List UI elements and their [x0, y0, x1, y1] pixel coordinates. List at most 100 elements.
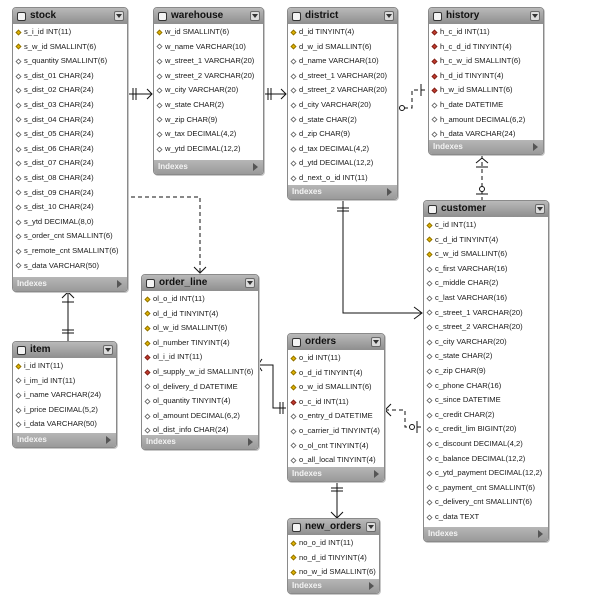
column-row[interactable]: ol_number TINYINT(4): [142, 336, 258, 351]
column-row[interactable]: d_ytd DECIMAL(12,2): [288, 156, 397, 171]
column-row[interactable]: d_next_o_id INT(11): [288, 171, 397, 186]
column-row[interactable]: s_dist_09 CHAR(24): [13, 186, 127, 201]
column-row[interactable]: ol_w_id SMALLINT(6): [142, 321, 258, 336]
expand-arrow-icon[interactable]: [538, 530, 543, 538]
column-row[interactable]: w_tax DECIMAL(4,2): [154, 127, 263, 142]
column-row[interactable]: o_carrier_id TINYINT(4): [288, 424, 384, 439]
column-row[interactable]: c_state CHAR(2): [424, 349, 548, 364]
expand-arrow-icon[interactable]: [117, 280, 122, 288]
column-row[interactable]: i_price DECIMAL(5,2): [13, 403, 116, 418]
collapse-toggle-icon[interactable]: [103, 345, 113, 355]
column-row[interactable]: d_w_id SMALLINT(6): [288, 40, 397, 55]
collapse-toggle-icon[interactable]: [245, 278, 255, 288]
column-row[interactable]: s_i_id INT(11): [13, 25, 127, 40]
indexes-bar[interactable]: Indexes: [142, 435, 258, 449]
column-row[interactable]: h_c_id INT(11): [429, 25, 543, 40]
column-row[interactable]: d_city VARCHAR(20): [288, 98, 397, 113]
column-row[interactable]: c_delivery_cnt SMALLINT(6): [424, 495, 548, 510]
column-row[interactable]: s_dist_07 CHAR(24): [13, 156, 127, 171]
column-row[interactable]: ol_o_id INT(11): [142, 292, 258, 307]
column-row[interactable]: s_dist_01 CHAR(24): [13, 69, 127, 84]
column-row[interactable]: d_zip CHAR(9): [288, 127, 397, 142]
indexes-bar[interactable]: Indexes: [154, 160, 263, 174]
expand-arrow-icon[interactable]: [369, 582, 374, 590]
column-row[interactable]: h_w_id SMALLINT(6): [429, 83, 543, 98]
column-row[interactable]: s_dist_10 CHAR(24): [13, 200, 127, 215]
column-row[interactable]: i_id INT(11): [13, 359, 116, 374]
column-row[interactable]: o_w_id SMALLINT(6): [288, 380, 384, 395]
column-row[interactable]: d_street_1 VARCHAR(20): [288, 69, 397, 84]
collapse-toggle-icon[interactable]: [250, 11, 260, 21]
column-row[interactable]: c_phone CHAR(16): [424, 379, 548, 394]
indexes-bar[interactable]: Indexes: [288, 579, 379, 593]
table-header[interactable]: customer: [424, 201, 548, 217]
column-row[interactable]: c_first VARCHAR(16): [424, 262, 548, 277]
expand-arrow-icon[interactable]: [253, 163, 258, 171]
column-row[interactable]: s_dist_02 CHAR(24): [13, 83, 127, 98]
column-row[interactable]: w_zip CHAR(9): [154, 113, 263, 128]
column-row[interactable]: o_entry_d DATETIME: [288, 409, 384, 424]
column-row[interactable]: c_id INT(11): [424, 218, 548, 233]
column-row[interactable]: s_dist_04 CHAR(24): [13, 113, 127, 128]
column-row[interactable]: i_im_id INT(11): [13, 374, 116, 389]
column-row[interactable]: s_dist_08 CHAR(24): [13, 171, 127, 186]
column-row[interactable]: o_all_local TINYINT(4): [288, 453, 384, 468]
column-row[interactable]: i_name VARCHAR(24): [13, 388, 116, 403]
table-header[interactable]: new_orders: [288, 519, 379, 535]
column-row[interactable]: s_remote_cnt SMALLINT(6): [13, 244, 127, 259]
column-row[interactable]: c_payment_cnt SMALLINT(6): [424, 481, 548, 496]
column-row[interactable]: s_dist_06 CHAR(24): [13, 142, 127, 157]
column-row[interactable]: ol_dist_info CHAR(24): [142, 423, 258, 438]
column-row[interactable]: no_d_id TINYINT(4): [288, 551, 379, 566]
column-row[interactable]: ol_amount DECIMAL(6,2): [142, 409, 258, 424]
collapse-toggle-icon[interactable]: [371, 337, 381, 347]
column-row[interactable]: c_street_2 VARCHAR(20): [424, 320, 548, 335]
column-row[interactable]: h_date DATETIME: [429, 98, 543, 113]
collapse-toggle-icon[interactable]: [530, 11, 540, 21]
expand-arrow-icon[interactable]: [374, 470, 379, 478]
column-row[interactable]: d_street_2 VARCHAR(20): [288, 83, 397, 98]
indexes-bar[interactable]: Indexes: [13, 433, 116, 447]
collapse-toggle-icon[interactable]: [535, 204, 545, 214]
column-row[interactable]: h_c_w_id SMALLINT(6): [429, 54, 543, 69]
column-row[interactable]: c_street_1 VARCHAR(20): [424, 306, 548, 321]
column-row[interactable]: c_balance DECIMAL(12,2): [424, 452, 548, 467]
column-row[interactable]: d_id TINYINT(4): [288, 25, 397, 40]
column-row[interactable]: s_w_id SMALLINT(6): [13, 40, 127, 55]
column-row[interactable]: c_data TEXT: [424, 510, 548, 525]
column-row[interactable]: o_c_id INT(11): [288, 395, 384, 410]
column-row[interactable]: h_c_d_id TINYINT(4): [429, 40, 543, 55]
expand-arrow-icon[interactable]: [106, 436, 111, 444]
column-row[interactable]: s_data VARCHAR(50): [13, 259, 127, 274]
column-row[interactable]: c_d_id TINYINT(4): [424, 233, 548, 248]
column-row[interactable]: w_street_2 VARCHAR(20): [154, 69, 263, 84]
column-row[interactable]: no_o_id INT(11): [288, 536, 379, 551]
column-row[interactable]: c_last VARCHAR(16): [424, 291, 548, 306]
table-header[interactable]: order_line: [142, 275, 258, 291]
column-row[interactable]: ol_quantity TINYINT(4): [142, 394, 258, 409]
column-row[interactable]: c_since DATETIME: [424, 393, 548, 408]
table-header[interactable]: warehouse: [154, 8, 263, 24]
column-row[interactable]: ol_d_id TINYINT(4): [142, 307, 258, 322]
column-row[interactable]: c_middle CHAR(2): [424, 276, 548, 291]
table-header[interactable]: district: [288, 8, 397, 24]
expand-arrow-icon[interactable]: [248, 438, 253, 446]
expand-arrow-icon[interactable]: [387, 188, 392, 196]
column-row[interactable]: ol_supply_w_id SMALLINT(6): [142, 365, 258, 380]
column-row[interactable]: d_state CHAR(2): [288, 113, 397, 128]
column-row[interactable]: c_zip CHAR(9): [424, 364, 548, 379]
column-row[interactable]: s_dist_05 CHAR(24): [13, 127, 127, 142]
column-row[interactable]: w_street_1 VARCHAR(20): [154, 54, 263, 69]
column-row[interactable]: s_dist_03 CHAR(24): [13, 98, 127, 113]
column-row[interactable]: c_city VARCHAR(20): [424, 335, 548, 350]
collapse-toggle-icon[interactable]: [366, 522, 376, 532]
column-row[interactable]: c_w_id SMALLINT(6): [424, 247, 548, 262]
column-row[interactable]: no_w_id SMALLINT(6): [288, 565, 379, 580]
indexes-bar[interactable]: Indexes: [424, 527, 548, 541]
